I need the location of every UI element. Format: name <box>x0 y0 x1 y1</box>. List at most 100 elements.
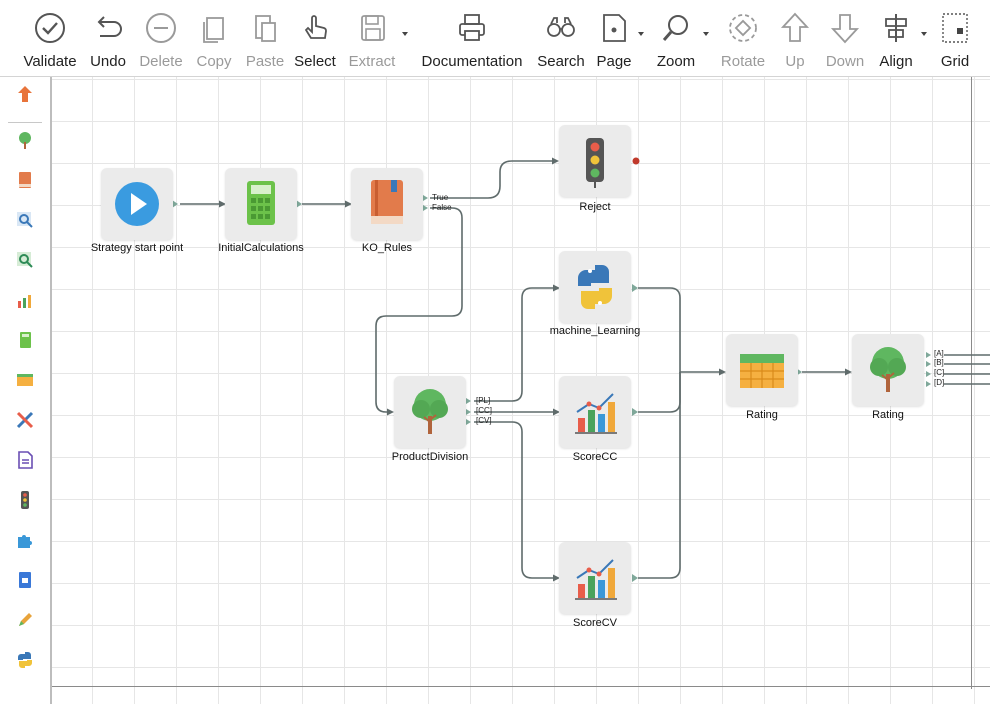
port-label-pl: [PL] <box>476 396 491 405</box>
python-icon <box>578 265 612 309</box>
node-strategy-start[interactable] <box>101 168 173 240</box>
arrowhead <box>553 284 560 292</box>
edge-ml-rating[interactable] <box>638 287 720 373</box>
documentation-button[interactable]: Documentation <box>416 0 528 76</box>
arrowhead <box>553 408 560 416</box>
extract-button[interactable]: Extract <box>344 0 400 76</box>
arrowhead <box>719 368 726 376</box>
paste-label: Paste <box>245 53 285 70</box>
magnifier-icon <box>17 252 33 268</box>
node-rating-tree[interactable] <box>852 334 924 406</box>
node-machine-learning[interactable] <box>559 251 631 323</box>
port-label-true: True <box>432 193 449 202</box>
down-button[interactable]: Down <box>820 0 870 76</box>
bar-chart-icon <box>575 393 617 434</box>
pen-icon <box>19 613 32 626</box>
arrowhead <box>219 200 226 208</box>
diagram-canvas[interactable] <box>52 77 990 704</box>
node-score-cv[interactable] <box>559 542 631 614</box>
palette-crossed-pen-item[interactable] <box>10 405 40 435</box>
output-port[interactable] <box>926 361 931 367</box>
search-button[interactable]: Search <box>536 0 586 76</box>
output-port[interactable] <box>423 195 428 201</box>
port-label-cc: [CC] <box>476 406 492 415</box>
output-port[interactable] <box>466 409 471 415</box>
page-dropdown-caret[interactable] <box>638 32 644 36</box>
down-label: Down <box>825 53 865 70</box>
arrowhead <box>345 200 352 208</box>
palette-table-item[interactable] <box>10 365 40 395</box>
tree-icon <box>412 389 448 434</box>
documentation-label: Documentation <box>421 53 523 70</box>
palette-start-item[interactable] <box>10 79 40 109</box>
arrow-up-icon <box>780 12 810 42</box>
zoom-button[interactable]: Zoom <box>650 0 702 76</box>
table-icon <box>17 374 33 386</box>
validate-button[interactable]: Validate <box>18 0 82 76</box>
palette-search-chart-item[interactable] <box>10 205 40 235</box>
output-port[interactable] <box>632 408 638 416</box>
align-dropdown-caret[interactable] <box>921 32 927 36</box>
search-chart-icon <box>17 212 33 228</box>
output-port[interactable] <box>926 371 931 377</box>
magnifier-icon <box>662 15 688 41</box>
palette-traffic-light-item[interactable] <box>10 485 40 515</box>
output-port[interactable] <box>423 205 428 211</box>
grid-button[interactable]: Grid <box>934 0 976 76</box>
page-label: Page <box>596 53 632 70</box>
output-port[interactable] <box>172 200 178 208</box>
output-port[interactable] <box>632 574 638 582</box>
output-port[interactable] <box>466 398 471 404</box>
edge-cv-scorecv[interactable] <box>474 421 554 579</box>
copy-button[interactable]: Copy <box>192 0 236 76</box>
palette-magnifier-item[interactable] <box>10 245 40 275</box>
undo-button[interactable]: Undo <box>86 0 130 76</box>
paste-button[interactable]: Paste <box>242 0 288 76</box>
align-button[interactable]: Align <box>874 0 918 76</box>
output-port[interactable] <box>926 352 931 358</box>
node-ko-rules[interactable] <box>351 168 423 240</box>
edge-scorecv-rating[interactable] <box>638 372 681 579</box>
palette-python-item[interactable] <box>10 645 40 675</box>
page-button[interactable]: Page <box>592 0 636 76</box>
document-icon <box>18 451 33 469</box>
edge-ko-true-reject[interactable] <box>430 160 553 199</box>
node-rating-table[interactable] <box>726 334 798 406</box>
bar-chart-icon <box>575 559 617 600</box>
palette-pen-item[interactable] <box>10 605 40 635</box>
port-label-false: False <box>432 203 452 212</box>
up-button[interactable]: Up <box>774 0 816 76</box>
python-icon <box>18 652 32 668</box>
edge-pl-ml[interactable] <box>474 287 554 402</box>
align-icon <box>885 14 907 42</box>
rotate-button[interactable]: Rotate <box>716 0 770 76</box>
extract-dropdown-caret[interactable] <box>402 32 408 36</box>
palette-book-item[interactable] <box>10 165 40 195</box>
zoom-dropdown-caret[interactable] <box>703 32 709 36</box>
palette-bar-chart-item[interactable] <box>10 285 40 315</box>
rotate-icon <box>729 14 757 42</box>
select-button[interactable]: Select <box>292 0 338 76</box>
page-settings-icon <box>603 14 626 42</box>
node-score-cc[interactable] <box>559 376 631 448</box>
output-port[interactable] <box>296 200 302 208</box>
node-reject[interactable] <box>559 125 631 197</box>
copy-icon <box>203 17 224 43</box>
palette-document-item[interactable] <box>10 445 40 475</box>
traffic-light-icon <box>21 491 29 509</box>
palette-puzzle-item[interactable] <box>10 525 40 555</box>
node-product-division[interactable] <box>394 376 466 448</box>
output-port[interactable] <box>926 381 931 387</box>
palette-tree-item[interactable] <box>10 125 40 155</box>
port-label-a: [A] <box>934 349 944 358</box>
delete-button[interactable]: Delete <box>136 0 186 76</box>
edge-scorecc-rating[interactable] <box>638 372 681 413</box>
start-icon <box>18 86 32 102</box>
output-port[interactable] <box>632 284 638 292</box>
palette-calculator-item[interactable] <box>10 325 40 355</box>
palette-word-doc-item[interactable] <box>10 565 40 595</box>
edge-ko-false-product[interactable] <box>375 207 463 413</box>
output-port[interactable] <box>466 419 471 425</box>
arrowhead <box>552 157 559 165</box>
node-initial-calculations[interactable] <box>225 168 297 240</box>
